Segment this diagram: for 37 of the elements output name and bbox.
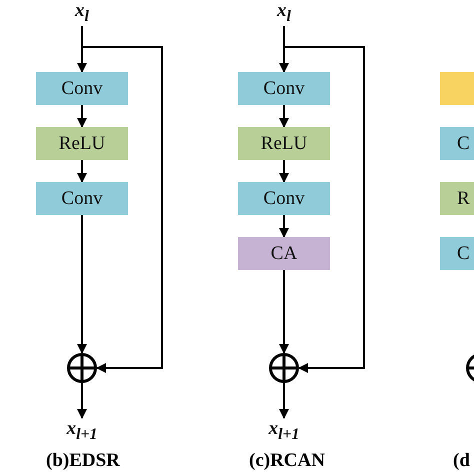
layer-box <box>238 72 330 105</box>
arrow <box>77 160 87 183</box>
variable-label: x$_{l+1}$ <box>66 418 98 444</box>
layer-label: ReLU <box>58 132 106 154</box>
arrow <box>279 270 289 354</box>
arrow <box>279 160 289 183</box>
layer-box <box>238 237 330 270</box>
layer-label: ReLU <box>260 132 308 154</box>
arrow <box>77 105 87 128</box>
arrow <box>283 26 365 373</box>
layer-label: Conv <box>61 188 103 210</box>
layer-box <box>238 182 330 215</box>
arrow <box>77 383 87 419</box>
sum-circle <box>269 353 299 383</box>
arrow <box>279 383 289 419</box>
sum-circle <box>67 353 97 383</box>
layer-label: Conv <box>263 78 305 100</box>
variable-label: x$_{l+1}$ <box>268 418 300 444</box>
caption: (b)EDSR <box>46 450 120 472</box>
arrow <box>279 105 289 128</box>
layer-label: Conv <box>263 188 305 210</box>
layer-box <box>36 182 128 215</box>
caption: (d <box>453 450 470 472</box>
layer-label: C <box>457 242 470 264</box>
arrow <box>77 215 87 354</box>
arrow <box>279 215 289 238</box>
layer-box <box>238 127 330 160</box>
layer-label: CA <box>270 242 298 264</box>
layer-label: R <box>457 188 470 210</box>
layer-box <box>36 127 128 160</box>
arrow <box>81 26 163 373</box>
layer-label: Conv <box>61 78 103 100</box>
layer-box <box>36 72 128 105</box>
caption: (c)RCAN <box>249 450 325 472</box>
layer-label: C <box>457 132 470 154</box>
variable-label: x$_{l}$ <box>75 0 89 26</box>
variable-label: x$_{l}$ <box>277 0 291 26</box>
